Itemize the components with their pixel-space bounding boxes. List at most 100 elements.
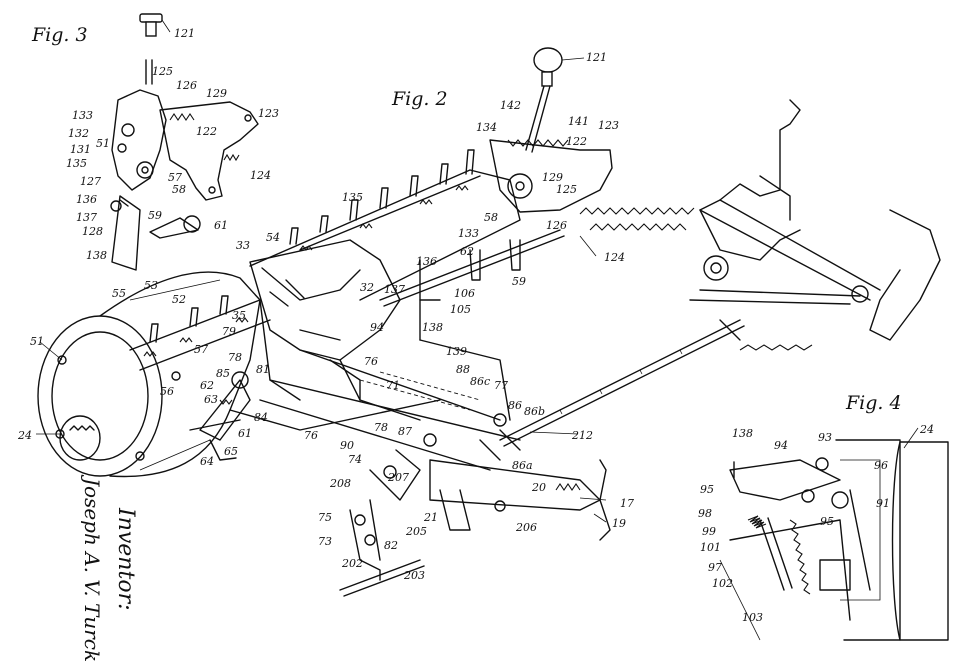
ref-numeral: 135 bbox=[342, 191, 363, 204]
ref-numeral: 52 bbox=[172, 293, 186, 306]
fig4-title: Fig. 4 bbox=[846, 392, 902, 414]
ref-numeral: 212 bbox=[572, 429, 593, 442]
ref-numeral: 74 bbox=[348, 453, 362, 466]
inventor-name: Joseph A. V. Turck bbox=[80, 478, 104, 663]
fig4-drawing bbox=[719, 439, 949, 641]
fig2-drawing bbox=[37, 47, 941, 597]
ref-numeral: 33 bbox=[236, 239, 250, 252]
ref-numeral: 71 bbox=[386, 379, 400, 392]
ref-numeral: 133 bbox=[72, 109, 93, 122]
ref-numeral: 101 bbox=[700, 541, 721, 554]
ref-numeral: 77 bbox=[494, 379, 508, 392]
ref-numeral: 35 bbox=[232, 309, 246, 322]
ref-numeral: 91 bbox=[876, 497, 890, 510]
ref-numeral: 78 bbox=[374, 421, 388, 434]
ref-numeral: 207 bbox=[388, 471, 409, 484]
ref-numeral: 95 bbox=[820, 515, 834, 528]
ref-numeral: 127 bbox=[80, 175, 101, 188]
ref-numeral: 202 bbox=[342, 557, 363, 570]
ref-numeral: 138 bbox=[86, 249, 107, 262]
ref-numeral: 138 bbox=[422, 321, 443, 334]
inventor-label: Inventor: bbox=[113, 508, 138, 611]
ref-numeral: 98 bbox=[698, 507, 712, 520]
ref-numeral: 141 bbox=[568, 115, 589, 128]
ref-numeral: 125 bbox=[556, 183, 577, 196]
ref-numeral: 95 bbox=[700, 483, 714, 496]
ref-numeral: 206 bbox=[516, 521, 537, 534]
ref-numeral: 62 bbox=[200, 379, 214, 392]
ref-numeral: 137 bbox=[76, 211, 97, 224]
ref-numeral: 99 bbox=[702, 525, 716, 538]
ref-numeral: 51 bbox=[30, 335, 44, 348]
ref-numeral: 32 bbox=[360, 281, 374, 294]
fig2-title: Fig. 2 bbox=[392, 88, 448, 110]
ref-numeral: 86c bbox=[470, 375, 491, 388]
ref-numeral: 84 bbox=[254, 411, 268, 424]
ref-numeral: 86a bbox=[512, 459, 533, 472]
ref-numeral: 129 bbox=[542, 171, 563, 184]
ref-numeral: 53 bbox=[144, 279, 158, 292]
ref-numeral: 17 bbox=[620, 497, 634, 510]
ref-numeral: 102 bbox=[712, 577, 733, 590]
ref-numeral: 24 bbox=[920, 423, 934, 436]
ref-numeral: 103 bbox=[742, 611, 763, 624]
ref-numeral: 59 bbox=[512, 275, 526, 288]
ref-numeral: 125 bbox=[152, 65, 173, 78]
ref-numeral: 205 bbox=[406, 525, 427, 538]
ref-numeral: 208 bbox=[330, 477, 351, 490]
ref-numeral: 58 bbox=[484, 211, 498, 224]
ref-numeral: 61 bbox=[238, 427, 252, 440]
ref-numeral: 82 bbox=[384, 539, 398, 552]
fig3-title: Fig. 3 bbox=[32, 24, 88, 46]
ref-numeral: 134 bbox=[476, 121, 497, 134]
ref-numeral: 56 bbox=[160, 385, 174, 398]
ref-numeral: 88 bbox=[456, 363, 470, 376]
ref-numeral: 133 bbox=[458, 227, 479, 240]
leader-lines bbox=[36, 19, 919, 523]
ref-numeral: 73 bbox=[318, 535, 332, 548]
ref-numeral: 131 bbox=[70, 143, 91, 156]
ref-numeral: 136 bbox=[416, 255, 437, 268]
ref-numeral: 123 bbox=[258, 107, 279, 120]
ref-numeral: 55 bbox=[112, 287, 126, 300]
ref-numeral: 86 bbox=[508, 399, 522, 412]
ref-numeral: 137 bbox=[384, 283, 405, 296]
ref-numeral: 121 bbox=[586, 51, 607, 64]
ref-numeral: 81 bbox=[256, 363, 270, 376]
ref-numeral: 126 bbox=[176, 79, 197, 92]
ref-numeral: 124 bbox=[604, 251, 625, 264]
ref-numeral: 142 bbox=[500, 99, 521, 112]
ref-numeral: 135 bbox=[66, 157, 87, 170]
ref-numeral: 87 bbox=[398, 425, 412, 438]
ref-numeral: 122 bbox=[196, 125, 217, 138]
ref-numeral: 75 bbox=[318, 511, 332, 524]
ref-numeral: 57 bbox=[194, 343, 208, 356]
ref-numeral: 51 bbox=[96, 137, 110, 150]
ref-numeral: 105 bbox=[450, 303, 471, 316]
ref-numeral: 79 bbox=[222, 325, 236, 338]
ref-numeral: 96 bbox=[874, 459, 888, 472]
ref-numeral: 94 bbox=[774, 439, 788, 452]
ref-numeral: 124 bbox=[250, 169, 271, 182]
ref-numeral: 126 bbox=[546, 219, 567, 232]
ref-numeral: 19 bbox=[612, 517, 626, 530]
ref-numeral: 136 bbox=[76, 193, 97, 206]
ref-numeral: 97 bbox=[708, 561, 722, 574]
ref-numeral: 122 bbox=[566, 135, 587, 148]
ref-numeral: 85 bbox=[216, 367, 230, 380]
ref-numeral: 203 bbox=[404, 569, 425, 582]
ref-numeral: 76 bbox=[364, 355, 378, 368]
ref-numeral: 121 bbox=[174, 27, 195, 40]
ref-numeral: 78 bbox=[228, 351, 242, 364]
fig3-drawing bbox=[110, 13, 259, 271]
ref-numeral: 62 bbox=[460, 245, 474, 258]
ref-numeral: 132 bbox=[68, 127, 89, 140]
ref-numeral: 65 bbox=[224, 445, 238, 458]
ref-numeral: 54 bbox=[266, 231, 280, 244]
ref-numeral: 21 bbox=[424, 511, 438, 524]
ref-numeral: 76 bbox=[304, 429, 318, 442]
ref-numeral: 24 bbox=[18, 429, 32, 442]
ref-numeral: 61 bbox=[214, 219, 228, 232]
